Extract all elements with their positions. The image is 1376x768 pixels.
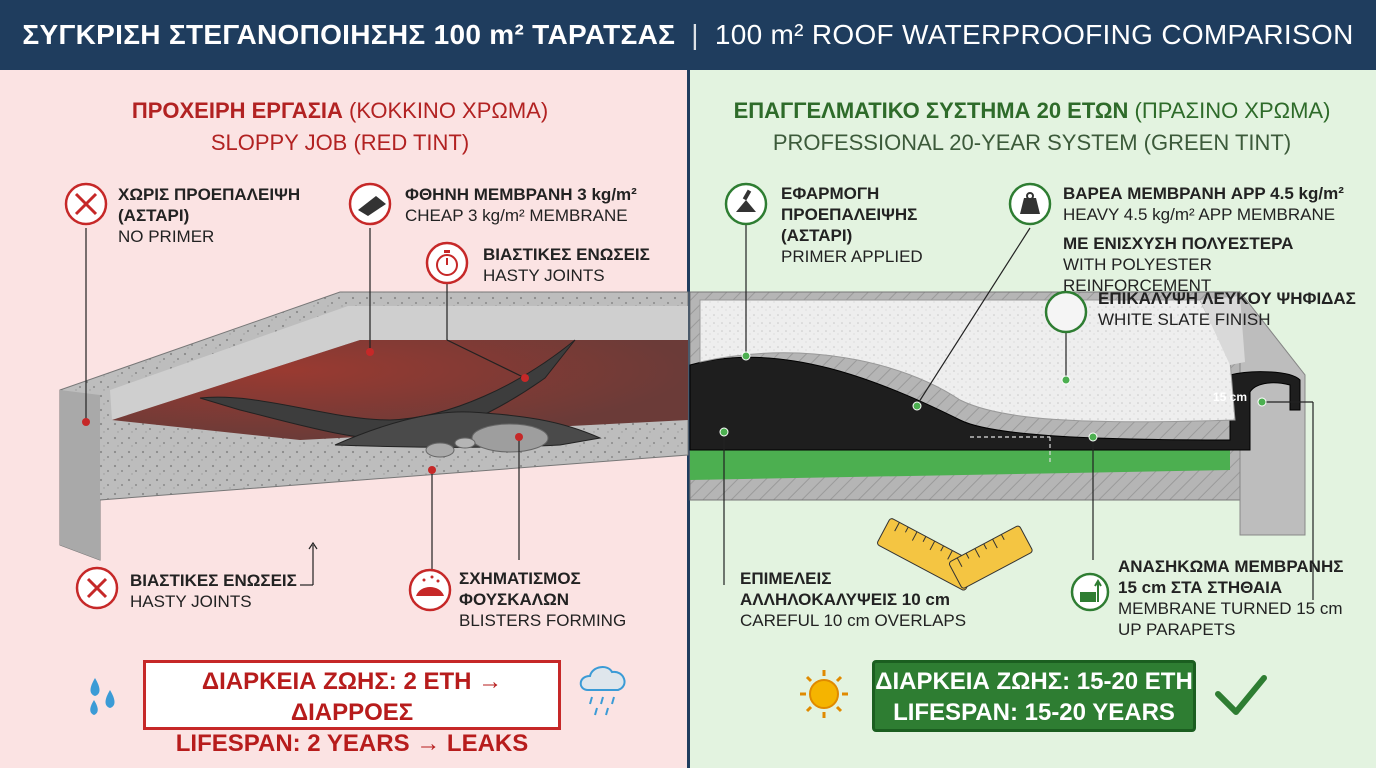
callout-primer-applied: ΕΦΑΡΜΟΓΗ ΠΡΟΕΠΑΛΕΙΨΗΣ (ΑΣΤΑΡΙ) PRIMER AP…: [781, 184, 923, 266]
blister-icon: [408, 568, 452, 612]
water-drops-icon: [90, 678, 115, 715]
membrane-roll-icon: [348, 182, 392, 226]
slate-circle-icon: [1044, 290, 1088, 334]
professional-lifespan-greek: ΔΙΑΡΚΕΙΑ ΖΩΗΣ: 15-20 ΕΤΗ: [875, 668, 1193, 695]
sloppy-slab: [59, 291, 689, 561]
professional-lifespan-english: LIFESPAN: 15-20 YEARS: [893, 699, 1175, 726]
callout-cheap-membrane: ΦΘΗΝΗ ΜΕΜΒΡΑΝΗ 3 kg/m² CHEAP 3 kg/m² MEM…: [405, 185, 637, 225]
sloppy-heading-english: SLOPPY JOB (RED TINT): [210, 130, 470, 155]
professional-leader-dots: [719, 351, 1267, 442]
professional-heading-english: PROFESSIONAL 20-YEAR SYSTEM (GREEN TINT): [772, 130, 1292, 155]
professional-heading-greek: ΕΠΑΓΓΕΛΜΑΤΙΚΟ ΣΥΣΤΗΜΑ 20 ΕΤΩΝ (ΠΡΑΣΙΝΟ Χ…: [733, 98, 1331, 123]
x-icon: [75, 566, 119, 610]
tools-crossed-icon: [64, 182, 108, 226]
sloppy-lifespan-english: LIFESPAN: 2 YEARS → LEAKS: [175, 730, 529, 757]
parapet-15cm-label: 15 cm: [1213, 390, 1248, 404]
sloppy-lifespan-greek: ΔΙΑΡΚΕΙΑ ΖΩΗΣ: 2 ΕΤΗ → ΔΙΑΡΡΟΕΣ: [201, 668, 503, 726]
ruler-icon: [877, 518, 1033, 591]
sloppy-heading-greek: ΠΡΟΧΕΙΡΗ ΕΡΓΑΣΙΑ (ΚΟΚΚΙΝΟ ΧΡΩΜΑ): [131, 98, 549, 123]
callout-blisters: ΣΧΗΜΑΤΙΣΜΟΣ ΦΟΥΣΚΑΛΩΝ BLISTERS FORMING: [459, 569, 627, 630]
sloppy-leader-dots: [82, 348, 529, 474]
callout-heavy-membrane: ΒΑΡΕΑ ΜΕΜΒΡΑΝΗ APP 4.5 kg/m² HEAVY 4.5 k…: [1063, 184, 1344, 295]
callout-slate-finish: ΕΠΙΚΑΛΥΨΗ ΛΕΥΚΟΥ ΨΗΦΙΔΑΣ WHITE SLATE FIN…: [1098, 289, 1356, 329]
sun-icon: [800, 670, 848, 718]
weight-icon: [1008, 182, 1052, 226]
stopwatch-icon: [425, 241, 469, 285]
rain-cloud-icon: [579, 666, 626, 716]
upturn-icon: [1070, 572, 1110, 612]
checkmark-icon: [1215, 675, 1267, 715]
callout-hasty-joints-top: ΒΙΑΣΤΙΚΕΣ ΕΝΩΣΕΙΣ HASTY JOINTS: [483, 245, 650, 285]
professional-leader-lines: [723, 222, 1314, 600]
title-bar: ΣΥΓΚΡΙΣΗ ΣΤΕΓΑΝΟΠΟΙΗΣΗΣ 100 m² ΤΑΡΑΤΣΑΣ …: [0, 0, 1376, 70]
arrow-up-icon: [308, 541, 318, 550]
sloppy-leader-lines: [85, 228, 526, 586]
callout-no-primer: ΧΩΡΙΣ ΠΡΟΕΠΑΛΕΙΨΗ (ΑΣΤΑΡΙ) NO PRIMER: [118, 185, 301, 246]
sloppy-lifespan-box: ΔΙΑΡΚΕΙΑ ΖΩΗΣ: 2 ΕΤΗ → ΔΙΑΡΡΟΕΣ LIFESPAN…: [143, 660, 561, 757]
callout-membrane-turned-up: ΑΝΑΣΗΚΩΜΑ ΜΕΜΒΡΑΝΗΣ 15 cm ΣΤΑ ΣΤΗΘΑΙΑ ME…: [1118, 557, 1344, 639]
callout-overlaps: ΕΠΙΜΕΛΕΙΣ ΑΛΛΗΛΟΚΑΛΥΨΕΙΣ 10 cm CAREFUL 1…: [740, 569, 967, 630]
callout-hasty-joints-bottom: ΒΙΑΣΤΙΚΕΣ ΕΝΩΣΕΙΣ HASTY JOINTS: [130, 571, 297, 611]
title-separator: |: [691, 19, 699, 50]
title-english: 100 m² ROOF WATERPROOFING COMPARISON: [714, 19, 1354, 50]
professional-lifespan-box: ΔΙΑΡΚΕΙΑ ΖΩΗΣ: 15-20 ΕΤΗ LIFESPAN: 15-20…: [872, 660, 1196, 732]
primer-brush-icon: [724, 182, 768, 226]
title-greek: ΣΥΓΚΡΙΣΗ ΣΤΕΓΑΝΟΠΟΙΗΣΗΣ 100 m² ΤΑΡΑΤΣΑΣ: [22, 19, 676, 50]
professional-slab: [689, 290, 1306, 536]
